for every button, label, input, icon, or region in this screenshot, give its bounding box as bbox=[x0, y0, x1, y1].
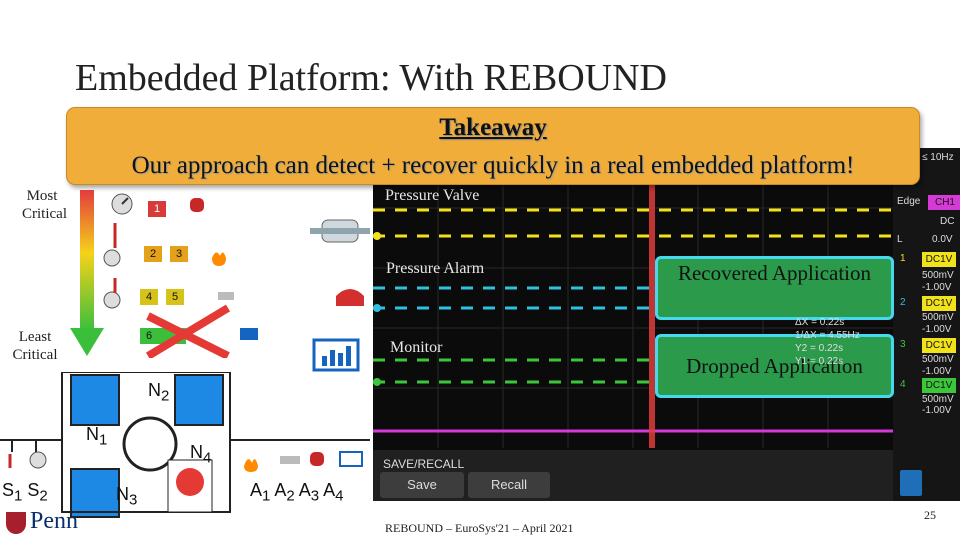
criticality-arrow bbox=[70, 190, 104, 356]
node-n1-box bbox=[70, 374, 120, 426]
alarm-icon bbox=[310, 452, 324, 466]
cursor-inv: 1/ΔX = 4.55Hz bbox=[795, 330, 860, 341]
network-links bbox=[0, 372, 370, 513]
network-icon[interactable] bbox=[900, 470, 922, 496]
page-number: 25 bbox=[924, 508, 936, 522]
ch2-marker bbox=[373, 304, 381, 312]
network-switch bbox=[122, 416, 178, 472]
node-n3-box bbox=[70, 468, 120, 518]
fault-cursor bbox=[649, 148, 655, 448]
trigger-level-label: L bbox=[897, 234, 903, 245]
monitor-label: Monitor bbox=[390, 339, 443, 356]
footer-citation: REBOUND – EuroSys'21 – April 2021 bbox=[385, 521, 574, 535]
ch2-offset: -1.00V bbox=[922, 324, 952, 335]
ch3-marker bbox=[373, 378, 381, 386]
recall-softkey[interactable]: Recall bbox=[468, 472, 550, 498]
takeaway-heading: Takeaway bbox=[439, 114, 547, 141]
task-5: 5 bbox=[166, 289, 184, 305]
task-2: 2 bbox=[144, 246, 162, 262]
actuator-labels: A1 A2 A3 A4 bbox=[250, 480, 344, 505]
monitor-icon bbox=[240, 328, 258, 340]
recovered-application-box: Recovered Application bbox=[655, 256, 894, 320]
save-recall-label: SAVE/RECALL bbox=[383, 457, 465, 471]
trigger-channel[interactable]: CH1 bbox=[928, 195, 960, 210]
ch1-scale: 500mV bbox=[922, 270, 954, 281]
ch1-number: 1 bbox=[900, 253, 906, 264]
timebase-readout: ≤ 10Hz bbox=[922, 152, 954, 163]
valve-icon bbox=[280, 456, 300, 464]
ch1-setting[interactable]: DC1V bbox=[922, 252, 956, 267]
takeaway-banner: Takeaway Our approach can detect + recov… bbox=[66, 107, 920, 185]
recovered-application-label: Recovered Application bbox=[677, 261, 872, 285]
ch1-offset: -1.00V bbox=[922, 282, 952, 293]
trigger-level: 0.0V bbox=[932, 234, 953, 245]
ch4-setting[interactable]: DC1V bbox=[922, 378, 956, 393]
ch3-offset: -1.00V bbox=[922, 366, 952, 377]
fire-icon bbox=[244, 459, 258, 472]
monitor-display-icon bbox=[312, 338, 360, 372]
pressure-alarm-label: Pressure Alarm bbox=[386, 260, 485, 277]
penn-logo-text: Penn bbox=[30, 508, 78, 534]
takeaway-body: Our approach can detect + recover quickl… bbox=[131, 152, 855, 179]
cursor-dx: ΔX = 0.22s bbox=[795, 317, 845, 328]
trigger-coupling: DC bbox=[940, 216, 955, 227]
valve-icon bbox=[218, 292, 234, 300]
actuator-icons bbox=[244, 451, 363, 472]
ch3-scale: 500mV bbox=[922, 354, 954, 365]
task-1: 1 bbox=[148, 201, 166, 217]
node-n4-label: N4 bbox=[190, 442, 212, 467]
ch2-number: 2 bbox=[900, 297, 906, 308]
alarm-icon bbox=[190, 198, 204, 212]
ch2-scale: 500mV bbox=[922, 312, 954, 323]
least-critical-label: Least Critical bbox=[12, 329, 58, 363]
ch2-setting[interactable]: DC1V bbox=[922, 296, 956, 311]
gauge-icon bbox=[103, 291, 121, 309]
fire-icon bbox=[212, 252, 226, 266]
gauge-icon bbox=[103, 249, 121, 267]
ch4-offset: -1.00V bbox=[922, 405, 952, 416]
pressure-valve-label: Pressure Valve bbox=[385, 187, 480, 204]
most-critical-label: Most Critical bbox=[22, 188, 67, 222]
pressure-alarm-icon bbox=[336, 289, 364, 306]
ch3-number: 3 bbox=[900, 339, 906, 350]
penn-shield-icon bbox=[6, 512, 26, 534]
device-icons bbox=[310, 219, 370, 372]
ch4-number: 4 bbox=[900, 379, 906, 390]
slide-title: Embedded Platform: With REBOUND bbox=[75, 57, 667, 99]
task-3: 3 bbox=[170, 246, 188, 262]
ch1-marker bbox=[373, 232, 381, 240]
node-n3-label: N3 bbox=[116, 484, 138, 509]
dropped-x-icon bbox=[145, 304, 231, 358]
dropped-application-label: Dropped Application bbox=[686, 354, 863, 378]
node-n2-box bbox=[174, 374, 224, 426]
dropped-application-box: Dropped Application bbox=[655, 334, 894, 398]
task-4: 4 bbox=[140, 289, 158, 305]
ch4-scale: 500mV bbox=[922, 394, 954, 405]
sensor-gauge-icon bbox=[29, 451, 47, 469]
monitor-icon bbox=[339, 451, 363, 467]
sensor-labels: S1 S2 bbox=[2, 480, 48, 505]
node-n1-label: N1 bbox=[86, 424, 108, 449]
devil-icon bbox=[176, 468, 204, 496]
trigger-edge: Edge bbox=[897, 196, 921, 207]
cursor-y2: Y2 = 0.22s bbox=[795, 343, 844, 354]
ch3-setting[interactable]: DC1V bbox=[922, 338, 956, 353]
cursor-y1: Y1 = 0.22s bbox=[795, 356, 844, 367]
node-n2-label: N2 bbox=[148, 380, 170, 405]
save-softkey[interactable]: Save bbox=[380, 472, 464, 498]
task-icons bbox=[103, 193, 258, 358]
